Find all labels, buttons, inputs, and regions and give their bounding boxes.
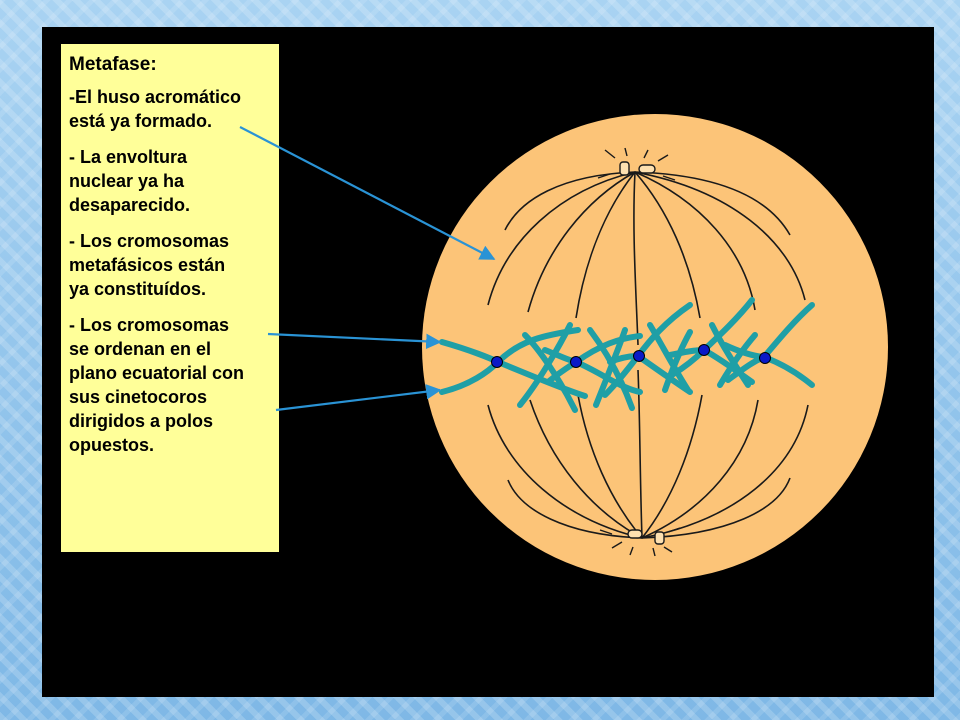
spindle-fibers: [487, 171, 809, 539]
arrow-equatorial-plane: [275, 384, 442, 412]
centrosome-top: [597, 147, 676, 181]
pointer-arrows: [239, 126, 496, 412]
equatorial-plane-text: - Los cromosomas se ordenan en el plano …: [69, 315, 245, 455]
arrow-chromosomes: [267, 332, 442, 350]
nuclear-envelope-text: - La envoltura nuclear ya ha desaparecid…: [69, 147, 191, 215]
arrow-spindle: [239, 126, 496, 260]
chromosomes-constituted-text: - Los cromosomas metafásicos están ya co…: [69, 231, 230, 299]
kinetochore-3: [633, 350, 645, 362]
kinetochores: [491, 344, 771, 368]
textbox-title: Metafase:: [69, 54, 157, 75]
spindle-formed-text: -El huso acromático está ya formado.: [69, 87, 242, 131]
centriole-pair-icon: [597, 147, 676, 181]
centrosome-bottom: [599, 527, 681, 557]
cell-body: [422, 114, 888, 580]
kinetochore-5: [759, 352, 771, 364]
kinetochore-2: [570, 356, 582, 368]
kinetochore-4: [698, 344, 710, 356]
centriole-pair-icon: [599, 527, 681, 557]
kinetochore-1: [491, 356, 503, 368]
description-textbox: Metafase: -El huso acromático está ya fo…: [61, 44, 279, 552]
